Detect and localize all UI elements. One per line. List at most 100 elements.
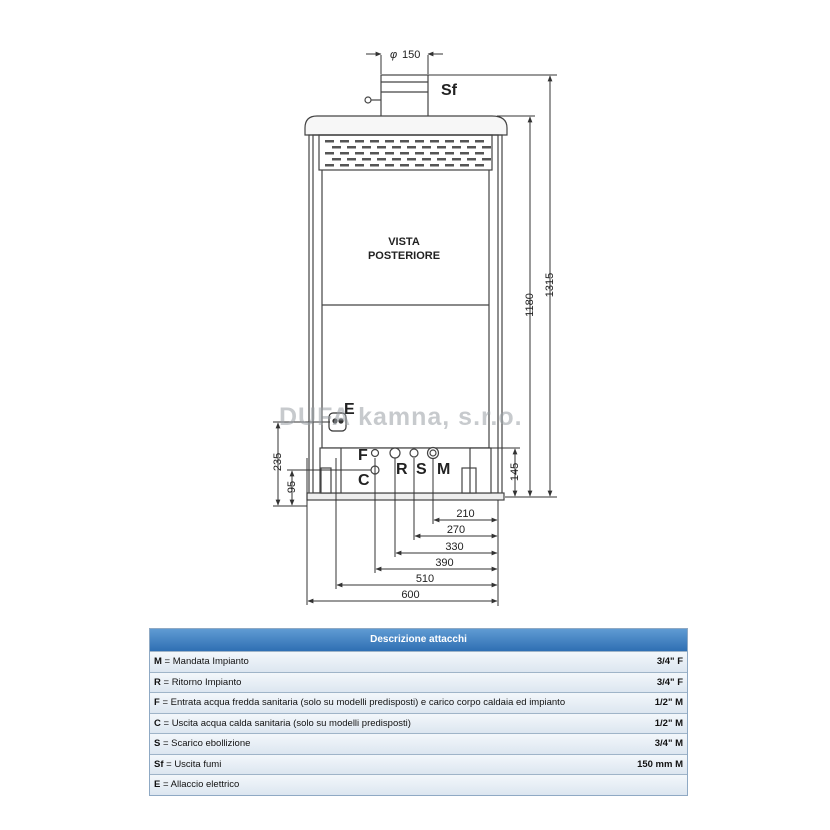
dim-width-600: 600 (401, 589, 419, 601)
legend-desc: = Allaccio elettrico (160, 779, 240, 790)
grille-slot (452, 146, 461, 149)
grille-slot (377, 146, 386, 149)
stove-body (304, 115, 508, 501)
grille-slot (332, 146, 341, 149)
legend-row: M = Mandata Impianto 3/4" F (150, 651, 687, 672)
label-m: M (437, 461, 450, 478)
grille-slot (407, 158, 416, 161)
dim-235: 235 (272, 453, 284, 471)
connection-fittings (370, 446, 440, 475)
legend-row: F = Entrata acqua fredda sanitaria (solo… (150, 692, 687, 713)
grille-slot (347, 158, 356, 161)
grille-slot (370, 152, 379, 155)
grille-slot (400, 140, 409, 143)
grille-slot (370, 140, 379, 143)
grille-slot (385, 140, 394, 143)
grille-slot (362, 158, 371, 161)
legend-desc: = Uscita fumi (163, 758, 222, 770)
grille-slot (355, 164, 364, 167)
vent-grille (325, 140, 491, 167)
grille-slot (415, 164, 424, 167)
legend-row: C = Uscita acqua calda sanitaria (solo s… (150, 712, 687, 733)
dim-width-330: 330 (445, 541, 463, 553)
grille-slot (445, 140, 454, 143)
grille-slot (332, 158, 341, 161)
flue-diameter-value: 150 (402, 49, 420, 61)
dim-width-390: 390 (435, 557, 453, 569)
connections-legend: Descrizione attacchi M = Mandata Impiant… (149, 628, 688, 796)
grille-slot (452, 158, 461, 161)
grille-slot (422, 146, 431, 149)
grille-slot (475, 152, 484, 155)
legend-value: 3/4" F (656, 656, 683, 667)
dim-95: 95 (286, 481, 298, 493)
dim-width-510: 510 (416, 573, 434, 585)
legend-value: 3/4" F (656, 676, 683, 688)
view-title: VISTA (388, 236, 420, 248)
grille-slot (415, 152, 424, 155)
grille-slot (370, 164, 379, 167)
grille-slot (392, 158, 401, 161)
grille-slot (460, 140, 469, 143)
grille-slot (392, 146, 401, 149)
grille-slot (400, 164, 409, 167)
grille-slot (467, 158, 476, 161)
grille-slot (355, 152, 364, 155)
dim-width-210: 210 (456, 508, 474, 520)
legend-header: Descrizione attacchi (150, 629, 687, 651)
label-r: R (396, 461, 408, 478)
grille-slot (400, 152, 409, 155)
grille-slot (460, 164, 469, 167)
dim-1180: 1180 (524, 293, 536, 317)
grille-slot (325, 164, 334, 167)
grille-slot (347, 146, 356, 149)
grille-slot (445, 164, 454, 167)
legend-desc: = Ritorno Impianto (160, 676, 242, 688)
grille-slot (422, 158, 431, 161)
grille-slot (460, 152, 469, 155)
watermark: DUFA kamna, s.r.o. (279, 403, 523, 431)
grille-slot (475, 164, 484, 167)
grille-slot (325, 140, 334, 143)
legend-value: 150 mm M (637, 758, 683, 770)
legend-code: S (154, 738, 161, 749)
grille-slot (385, 152, 394, 155)
grille-slot (430, 140, 439, 143)
grille-slot (437, 146, 446, 149)
legend-code: F (154, 697, 160, 708)
grille-slot (467, 146, 476, 149)
grille-slot (482, 146, 491, 149)
grille-slot (340, 152, 349, 155)
legend-row: R = Ritorno Impianto 3/4" F (150, 671, 687, 692)
grille-slot (430, 152, 439, 155)
legend-row: Sf = Uscita fumi 150 mm M (150, 753, 687, 774)
grille-slot (445, 152, 454, 155)
label-c: C (358, 472, 370, 489)
grille-slot (415, 140, 424, 143)
grille-slot (407, 146, 416, 149)
legend-code: M (154, 656, 162, 667)
legend-code: R (154, 676, 161, 688)
flue-diameter-dimension (366, 51, 443, 74)
grille-slot (340, 164, 349, 167)
legend-code: C (154, 717, 161, 729)
grille-slot (430, 164, 439, 167)
legend-desc: = Mandata Impianto (161, 656, 249, 667)
electric-socket-icon (328, 412, 347, 432)
grille-slot (385, 164, 394, 167)
height-dimensions (428, 74, 557, 498)
legend-desc: = Scarico ebollizione (160, 738, 251, 749)
legend-code: Sf (154, 758, 164, 770)
grille-slot (482, 158, 491, 161)
grille-slot (340, 140, 349, 143)
flue-diameter-symbol: φ (390, 49, 397, 61)
label-s: S (416, 461, 427, 478)
grille-slot (362, 146, 371, 149)
label-f: F (358, 447, 368, 464)
legend-desc: = Entrata acqua fredda sanitaria (solo s… (159, 697, 566, 708)
dim-145: 145 (509, 463, 521, 481)
grille-slot (475, 140, 484, 143)
grille-slot (437, 158, 446, 161)
